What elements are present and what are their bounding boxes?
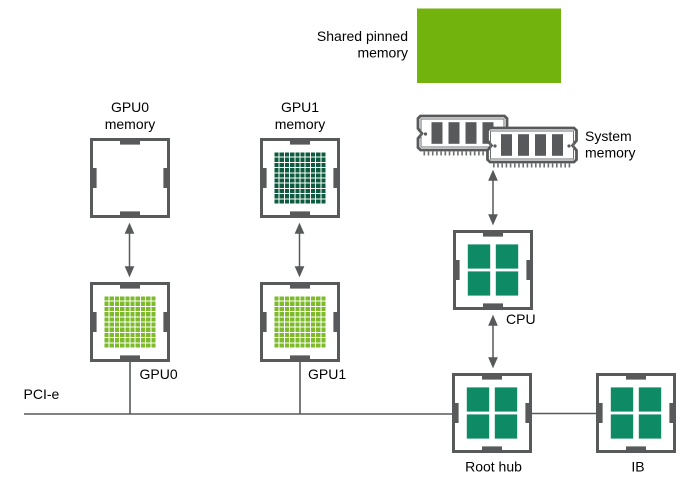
svg-text:GPU1: GPU1 [281, 99, 319, 115]
svg-text:Root hub: Root hub [465, 459, 522, 475]
svg-text:GPU1: GPU1 [308, 366, 346, 382]
svg-text:memory: memory [357, 45, 408, 61]
svg-text:memory: memory [585, 145, 636, 161]
svg-text:PCI-e: PCI-e [24, 386, 60, 402]
svg-text:memory: memory [105, 116, 156, 132]
svg-text:memory: memory [275, 116, 326, 132]
svg-text:System: System [585, 128, 632, 144]
svg-text:GPU0: GPU0 [140, 366, 178, 382]
svg-text:IB: IB [631, 459, 644, 475]
svg-text:GPU0: GPU0 [111, 99, 149, 115]
svg-text:Shared pinned: Shared pinned [317, 28, 408, 44]
svg-text:CPU: CPU [506, 311, 536, 327]
